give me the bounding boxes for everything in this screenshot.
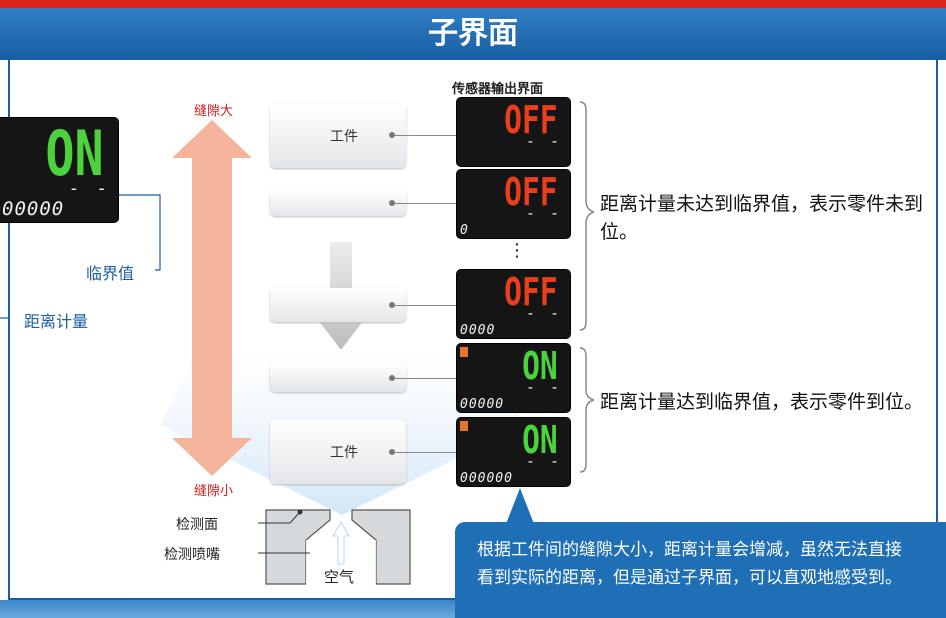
output-indicator <box>460 421 468 431</box>
sensor-output-title: 传感器输出界面 <box>452 82 544 97</box>
gap-double-arrow <box>172 120 252 476</box>
display-main-text: OFF <box>504 98 558 142</box>
reached-description: 距离计量达到临界值，表示零件到位。 <box>600 391 924 413</box>
air-label: 空气 <box>324 568 355 586</box>
brace-not-reached <box>579 101 595 331</box>
display-main-text: ON <box>522 418 558 462</box>
not-reached-description: 距离计量未达到临界值，表示零件未到位。 <box>600 193 924 243</box>
callout-text: 根据工件间的缝隙大小，距离计量会增减，虽然无法直接看到实际的距离，但是通过子界面… <box>477 540 902 588</box>
detection-surface-label: 检测面 <box>176 517 218 533</box>
display-dash: - - <box>525 132 562 150</box>
sensor-display-4: ON - - 00000 <box>457 344 570 412</box>
display-dash: - - <box>525 452 562 470</box>
display-dash: - - <box>525 304 562 322</box>
sensor-display-5: ON - - 000000 <box>457 418 570 486</box>
gap-small-label: 缝隙小 <box>194 484 234 499</box>
sensor-display-2: OFF - - 0 <box>457 170 570 238</box>
display-sub-text: 000000 <box>460 471 513 486</box>
left-display-sub: 00000 <box>2 198 65 220</box>
display-main-text: OFF <box>504 170 558 214</box>
workpiece-plate-5: 工件 <box>270 420 406 484</box>
air-arrow <box>332 520 350 565</box>
threshold-label: 临界值 <box>86 264 135 283</box>
left-display-main: ON <box>45 117 104 190</box>
workpiece-plate-4 <box>270 364 406 392</box>
display-dash: - - <box>525 204 562 222</box>
distance-label: 距离计量 <box>24 312 89 331</box>
threshold-leader <box>118 194 161 271</box>
sensor-display-3: OFF - - 0000 <box>457 270 570 338</box>
detection-nozzle-label: 检测喷嘴 <box>164 547 220 563</box>
output-indicator <box>460 347 468 357</box>
sensor-display-1: OFF - - <box>457 98 570 166</box>
display-sub-text: 0000 <box>460 323 496 338</box>
brace-reached <box>579 347 595 473</box>
display-main-text: ON <box>522 344 558 388</box>
workpiece-plate-1: 工件 <box>270 104 406 168</box>
gap-large-label: 缝隙大 <box>194 104 234 119</box>
workpiece-label: 工件 <box>330 129 358 145</box>
workpiece-plate-3 <box>270 288 406 322</box>
display-sub-text: 00000 <box>460 397 505 412</box>
display-main-text: OFF <box>504 270 558 314</box>
left-sensor-display: ON - - 00000 <box>0 118 118 222</box>
callout-box: 根据工件间的缝隙大小，距离计量会增减，虽然无法直接看到实际的距离，但是通过子界面… <box>455 522 946 618</box>
top-banner-strip <box>0 0 946 8</box>
ellipsis-mark: ⋮ <box>508 240 526 261</box>
left-display-dash: - - <box>68 178 110 199</box>
workpiece-plate-2 <box>270 190 406 216</box>
section-title: 子界面 <box>0 8 946 60</box>
workpiece-label: 工件 <box>330 445 358 461</box>
display-sub-text: 0 <box>460 223 469 238</box>
display-dash: - - <box>525 378 562 396</box>
